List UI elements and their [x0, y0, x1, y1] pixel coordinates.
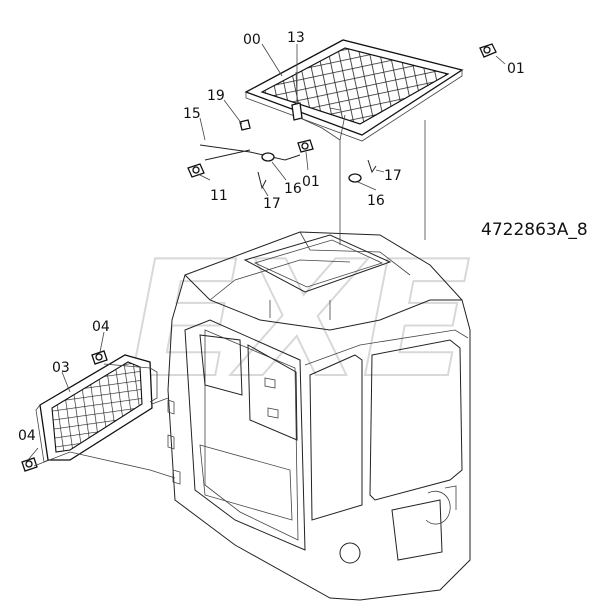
- callout-00: 00: [243, 32, 261, 48]
- side-guard: [35, 354, 158, 463]
- drawing-code: 4722863A_8: [481, 220, 588, 240]
- callout-19: 19: [207, 88, 225, 104]
- bolt-04-bottom: [21, 457, 38, 472]
- leader-lines: [27, 43, 506, 479]
- callout-16-left: 16: [284, 181, 302, 197]
- callout-04-top: 04: [92, 319, 110, 335]
- bolt-04-top: [91, 350, 108, 365]
- bolt-11: [187, 163, 205, 178]
- watermark: EXE: [129, 226, 471, 413]
- callout-11: 11: [210, 188, 228, 204]
- clip-19: [239, 119, 251, 131]
- callout-17-right: 17: [384, 168, 402, 184]
- callout-17-left: 17: [263, 196, 281, 212]
- roof-guard: [244, 39, 464, 142]
- rod-15: [199, 144, 301, 161]
- pin-17-left: [257, 171, 267, 190]
- callout-01-mid: 01: [302, 174, 320, 190]
- callout-01-top: 01: [507, 61, 525, 77]
- callout-16-right: 16: [367, 193, 385, 209]
- washer-16-right: [348, 173, 362, 183]
- pin-17-right: [367, 159, 377, 174]
- callout-15: 15: [183, 106, 201, 122]
- cab-body: [167, 231, 471, 601]
- bolt-01-top: [479, 43, 497, 58]
- callout-04-bottom: 04: [18, 428, 36, 444]
- bolt-01-mid: [297, 139, 314, 153]
- callout-13: 13: [287, 30, 305, 46]
- washer-16-left: [261, 152, 275, 162]
- callout-03: 03: [52, 360, 70, 376]
